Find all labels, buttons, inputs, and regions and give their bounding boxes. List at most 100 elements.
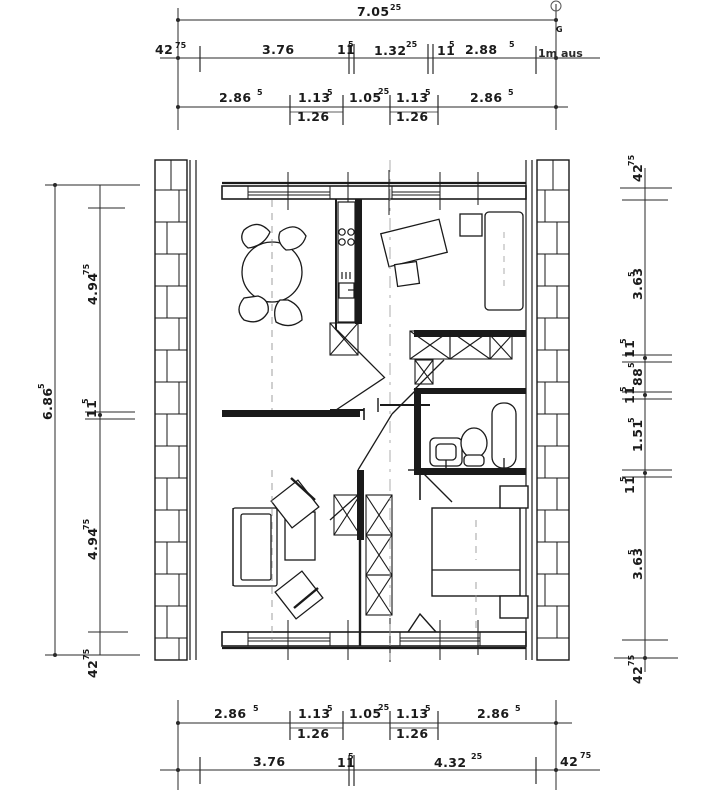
dim-right-seg-4: 11 [622,386,637,404]
desk-chair [393,260,421,288]
dim-right-seg-5-sup: 5 [627,417,636,423]
dim-top-r3-1-sub: 1.26 [297,109,329,124]
chair-bottom-left [238,295,269,323]
dim-left-seg-0-sup: 75 [82,263,91,275]
armchair-bottom [274,570,324,620]
dining-room-furniture [238,200,307,410]
dim-top-r3-4-sup: 5 [508,88,514,97]
bathroom-fixtures [429,402,517,470]
right-dimension-labels: 42 75 3.63 5 11 5 88 5 11 5 1.51 5 11 5 … [619,154,645,684]
dim-left-overall: 6.86 [40,388,55,420]
chair-bottom-right [274,299,303,327]
dim-top-r3-0: 2.86 [219,90,251,105]
kitchen-fixtures [337,201,360,323]
dim-left-corner-sup: 75 [82,648,91,660]
dim-top-r2-4-sup: 5 [509,40,515,49]
dim-bot-r2-3-sup: 75 [580,751,592,760]
dim-bot-r1-4: 2.86 [477,706,509,721]
dim-top-overall-sup: 25 [390,3,402,12]
dim-top-r2-3: 11 [437,43,455,58]
nightstand-upper [459,213,483,237]
cooktop-four-burner [338,228,355,246]
dim-top-r3-2-sup: 25 [378,87,390,96]
desk [379,218,449,268]
dim-right-seg-8: 42 [630,666,645,684]
right-dimension-block [614,168,678,672]
dim-left-seg-1-sup: 5 [81,398,90,404]
dim-top-r2-3-sup: 5 [449,40,455,49]
dim-top-r3-3: 1.13 [396,90,428,105]
door-living [357,413,393,471]
window-top-left [247,186,331,199]
bathtub [491,402,517,469]
dim-left-overall-sup: 5 [37,383,46,389]
dim-bot-r1-0-sup: 5 [253,704,259,713]
closet-cross-hatch [329,322,513,616]
plan-body [154,159,570,662]
dim-right-seg-3: 88 [630,368,645,386]
door-hall-right [391,389,417,415]
dim-right-seg-4-sup: 5 [619,386,628,392]
toilet [460,427,488,467]
dim-right-seg-1: 3.63 [630,268,645,300]
dim-top-r3-3-sup: 5 [425,88,431,97]
dim-bot-r2-0: 3.76 [253,754,285,769]
dim-top-r3-1-sup: 5 [327,88,333,97]
doors [329,329,453,521]
door-bath [413,359,445,391]
dim-left-seg-0: 4.94 [85,273,100,305]
dim-right-seg-8-sup: 75 [627,654,636,666]
dim-bot-r1-3-sup: 5 [425,704,431,713]
dim-bot-r1-0: 2.86 [214,706,246,721]
living-room-furniture [232,470,324,640]
bottom-dimension-block [160,700,600,790]
door-living-closet [329,494,359,521]
door-kitchen [336,329,386,379]
dim-bot-r2-1-sup: 5 [348,752,354,761]
top-dimension-block [160,0,600,130]
window-bottom-left [247,632,331,646]
dim-right-seg-3-sup: 5 [627,362,636,368]
dim-row-overall-top [176,0,562,130]
dim-right-seg-7: 3.63 [630,548,645,580]
dim-top-overall: 7.05 [357,4,389,19]
washbasin [429,437,463,470]
dim-top-r3-3-sub: 1.26 [396,109,428,124]
left-dimension-labels: 6.86 5 4.94 75 11 5 4.94 75 42 75 [37,263,100,678]
dim-top-r3-0-sup: 5 [257,88,263,97]
chair-top-left [241,223,271,249]
dim-right-seg-1-sup: 5 [627,271,636,277]
left-dimension-block [45,183,140,657]
dim-bot-r2-1: 11 [337,755,355,770]
dim-right-seg-2: 11 [622,340,637,358]
dim-top-r2-2: 1.32 [374,43,406,58]
dim-top-r2-2-sup: 25 [406,40,418,49]
dim-bot-r1-2: 1.05 [349,706,381,721]
nightstand-right [499,595,529,619]
door-bedroom [419,469,453,503]
dim-row-main-top [160,44,600,74]
dim-row-sub-top [176,95,568,125]
sink [338,272,360,299]
dim-bot-r2-3: 42 [560,754,578,769]
top-exterior-wall [221,170,527,215]
title-mark: G [556,25,563,34]
dim-right-seg-6-sup: 5 [619,476,628,482]
dim-top-left-corner-sup: 75 [175,41,187,50]
bottom-dimension-labels: 2.86 5 1.13 5 1.26 1.05 25 1.13 5 1.26 2… [214,703,592,770]
dim-left-seg-1: 11 [84,400,99,418]
dim-top-r2-1: 11 [337,42,355,57]
dim-right-seg-5: 1.51 [630,420,645,452]
kitchen-counter [337,201,356,323]
chair-top-right [278,226,307,251]
sofa [232,507,278,587]
dim-right-seg-6: 11 [622,476,637,494]
door-hall-upper [335,377,385,411]
armchair-top [270,477,320,529]
dim-top-r3-2: 1.05 [349,90,381,105]
dim-top-r3-4: 2.86 [470,90,502,105]
dim-bot-r2-2-sup: 25 [471,752,483,761]
